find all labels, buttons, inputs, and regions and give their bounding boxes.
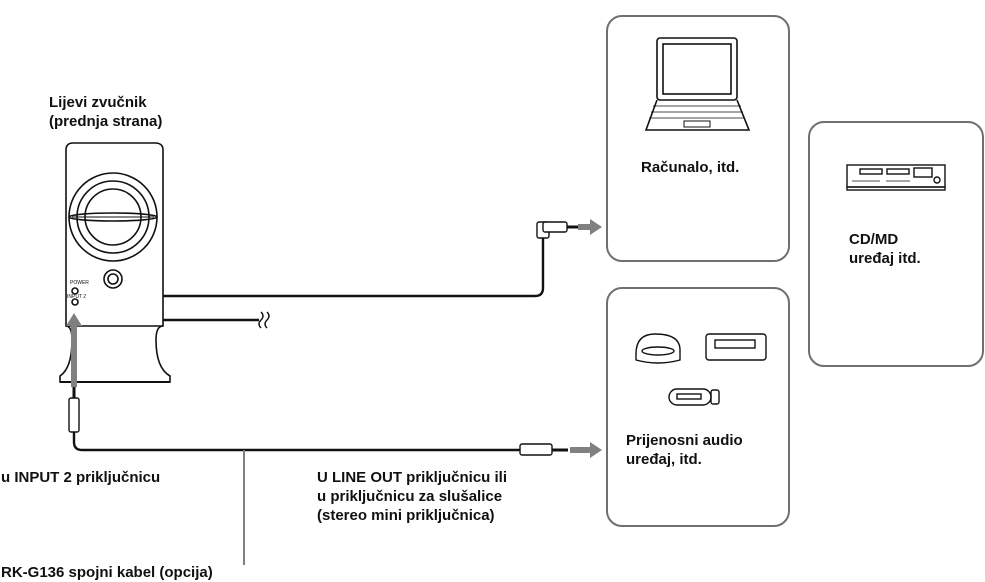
portable-label: Prijenosni audio uređaj, itd. (626, 431, 743, 469)
cdmd-label-line2: uređaj itd. (849, 250, 921, 267)
speaker-title-line1: Lijevi zvučnik (49, 94, 147, 111)
arrow-to-input2-icon (66, 313, 82, 387)
arrows (66, 219, 602, 458)
cdmd-label: CD/MD uređaj itd. (849, 230, 921, 268)
input2-jack-icon (71, 298, 79, 306)
arrow-to-portable-icon (570, 442, 602, 458)
input2-label: u INPUT 2 priključnicu (1, 469, 161, 486)
speaker-front-illustration (59, 142, 171, 383)
line-out-label-line3: (stereo mini priključnica) (317, 507, 495, 524)
arrow-to-computer-icon (578, 219, 602, 235)
portable-label-line2: uređaj, itd. (626, 451, 702, 468)
rk-g136-cable (72, 432, 520, 452)
line-out-label: U LINE OUT priključnicu ili u priključni… (317, 468, 507, 525)
portable-stick-player-icon (668, 388, 720, 406)
portable-md-player-icon (705, 333, 767, 361)
portable-cd-player-icon (635, 333, 681, 364)
plug-line-out-icon (519, 443, 568, 456)
cdmd-label-line1: CD/MD (849, 231, 899, 248)
cable-to-computer (163, 236, 545, 298)
cd-md-deck-icon (846, 164, 946, 191)
laptop-icon (644, 37, 751, 131)
portable-label-line1: Prijenosni audio (626, 432, 743, 449)
cdmd-box (808, 121, 984, 367)
plug-to-computer-icon (536, 221, 578, 239)
plug-input2-icon (68, 385, 80, 433)
cables (72, 236, 545, 565)
line-out-label-line2: u priključnicu za slušalice (317, 488, 503, 505)
power-label: POWER (70, 280, 89, 286)
speaker-title: Lijevi zvučnik (prednja strana) (49, 93, 162, 131)
speaker-title-line2: (prednja strana) (49, 113, 163, 130)
power-led-icon (71, 287, 79, 295)
portable-box (606, 287, 790, 527)
computer-box (606, 15, 790, 262)
line-out-label-line1: U LINE OUT priključnicu ili (317, 469, 508, 486)
input2-jack-label: INPUT 2 (67, 294, 87, 300)
computer-label: Računalo, itd. (641, 159, 740, 176)
cable-label: RK-G136 spojni kabel (opcija) (1, 564, 213, 581)
